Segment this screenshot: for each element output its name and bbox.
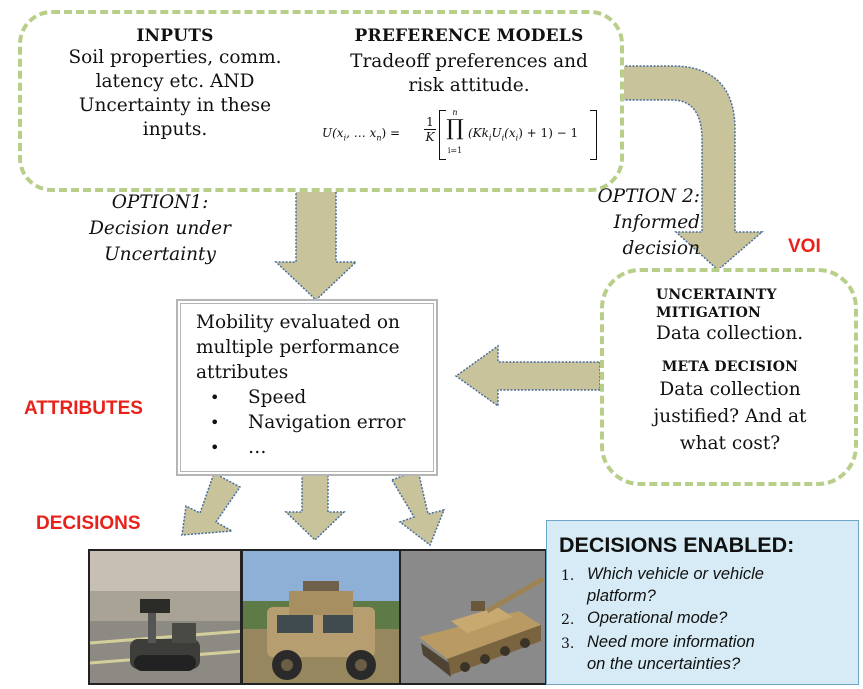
formula-inner: (Kk (468, 126, 489, 140)
uncertainty-content: UNCERTAINTY MITIGATION Data collection. … (614, 286, 846, 457)
tank-illustration (401, 551, 545, 683)
formula-lhs-mid: , … x (346, 126, 377, 140)
uncertainty-text-2-line-3: what cost? (679, 433, 781, 454)
formula-prod-upper: n (452, 108, 458, 117)
mobility-line-3: attributes (196, 362, 289, 383)
arrow-down-right (390, 468, 446, 547)
mobility-bullet-row: • Speed (210, 385, 432, 410)
option2-line-3: decision (622, 238, 700, 259)
uncertainty-box (600, 268, 858, 486)
uncertainty-text-2-line-2: justified? And at (653, 406, 807, 427)
voi-label: VOI (788, 236, 821, 257)
formula-inner-sub: i (488, 133, 492, 143)
decision-item-2-num: 2. (561, 612, 575, 628)
inputs-section: INPUTS Soil properties, comm. latency et… (40, 26, 310, 142)
uncertainty-text-2-line-1: Data collection (659, 379, 801, 400)
mobility-line-1: Mobility evaluated on (196, 312, 400, 333)
tank-render-photo (399, 549, 547, 685)
arrow-curved-right (621, 65, 765, 272)
inputs-line-2: latency etc. AND (95, 71, 255, 92)
military-truck-photo (241, 549, 401, 685)
decisions-enabled-box: DECISIONS ENABLED: 1. Which vehicle or v… (546, 520, 859, 685)
formula-lhs: U(x (322, 126, 344, 140)
inputs-line-1: Soil properties, comm. (68, 47, 282, 68)
formula-inner2: U (491, 126, 502, 140)
uncertainty-text-1: Data collection. (656, 323, 804, 344)
preference-heading: PREFERENCE MODELS (354, 26, 584, 46)
decision-item-1-num: 1. (561, 568, 575, 584)
decision-item-3: 3. Need more information on the uncertai… (561, 631, 851, 675)
formula-lhs-end: ) = (381, 126, 401, 140)
arrow-down-center (274, 189, 358, 302)
mobility-bullet-2: Navigation error (248, 412, 406, 433)
formula-prod-lower: i=1 (447, 146, 463, 155)
mobility-line-2: multiple performance (196, 337, 400, 358)
decision-item-1-line-2: platform? (587, 587, 656, 605)
formula-prod-symbol: ∏ (446, 116, 464, 141)
mobility-bullet-3: … (248, 437, 267, 458)
option1-line-1: OPTION1: (111, 192, 209, 213)
formula-lhs-sub-n: n (376, 133, 382, 143)
option2-line-1: OPTION 2: (597, 186, 701, 207)
preference-line-2: risk attitude. (408, 75, 530, 96)
attributes-label: ATTRIBUTES (24, 398, 143, 419)
arrow-down-middle (284, 472, 346, 542)
formula-frac-den: K (425, 130, 435, 144)
decisions-enabled-list: 1. Which vehicle or vehicle platform? 2.… (561, 563, 851, 675)
formula-right-bracket (590, 110, 597, 160)
mobility-bullet-row: • … (210, 435, 432, 460)
formula-frac-num: 1 (426, 115, 434, 129)
preference-section: PREFERENCE MODELS Tradeoff preferences a… (320, 26, 618, 98)
military-truck-illustration (243, 551, 399, 683)
arrow-left-to-mobility (454, 344, 601, 408)
option2-label: OPTION 2: Informed decision (590, 184, 701, 262)
inputs-line-4: inputs. (142, 119, 208, 140)
arrow-down-left (181, 471, 242, 536)
robot-vehicle-illustration (90, 551, 240, 683)
option1-label: OPTION1: Decision under Uncertainty (70, 190, 250, 268)
decision-item-3-line-1: Need more information (587, 633, 755, 651)
decision-item-2-line-1: Operational mode? (587, 609, 728, 627)
decisions-label: DECISIONS (36, 513, 141, 534)
utility-formula: U(xi, … xn) = 1 K n ∏ i=1 (KkiUi(xi) + 1… (322, 108, 622, 166)
preference-line-1: Tradeoff preferences and (350, 51, 588, 72)
option2-line-2: Informed (613, 212, 700, 233)
inputs-line-3: Uncertainty in these (78, 95, 272, 116)
uncertainty-heading-line-2: MITIGATION (656, 305, 762, 321)
formula-inner4: ) + 1) − 1 (518, 126, 579, 140)
robot-vehicle-photo (88, 549, 242, 685)
mobility-bullet-row: • Navigation error (210, 410, 432, 435)
top-inputs-box (18, 10, 624, 192)
option1-line-2: Decision under (89, 218, 231, 239)
decision-item-2: 2. Operational mode? (561, 607, 851, 631)
formula-inner3-sub: i (515, 133, 519, 143)
mobility-box (176, 299, 438, 476)
formula-inner3: (x (504, 126, 516, 140)
decision-item-1-line-1: Which vehicle or vehicle (587, 565, 764, 583)
formula-lhs-sub-i: i (343, 133, 347, 143)
option1-line-3: Uncertainty (104, 244, 216, 265)
mobility-content: Mobility evaluated on multiple performan… (196, 310, 432, 460)
uncertainty-heading-line-1: UNCERTAINTY (656, 287, 777, 303)
decision-item-3-line-2: on the uncertainties? (587, 655, 741, 673)
formula-left-bracket (439, 110, 446, 160)
decision-item-3-num: 3. (561, 636, 575, 652)
mobility-bullet-1: Speed (248, 387, 307, 408)
decision-item-1: 1. Which vehicle or vehicle platform? (561, 563, 851, 607)
inputs-heading: INPUTS (136, 26, 214, 46)
bullet-glyph: • (210, 413, 220, 432)
formula-inner2-sub: i (501, 133, 505, 143)
decisions-enabled-title: DECISIONS ENABLED: (559, 533, 795, 557)
bullet-glyph: • (210, 388, 220, 407)
bullet-glyph: • (210, 438, 220, 457)
meta-decision-heading: META DECISION (661, 359, 799, 375)
